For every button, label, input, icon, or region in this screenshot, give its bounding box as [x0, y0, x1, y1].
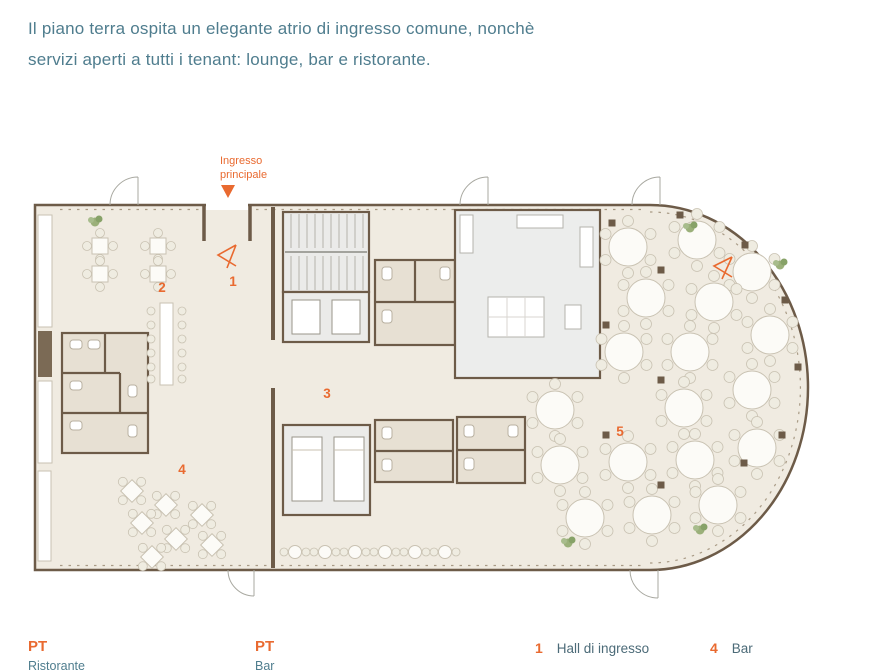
elevator-lobby [281, 290, 371, 344]
legend-item-pt-bar: PT Bar [255, 638, 274, 670]
floor-plan-svg: Ingresso principale 1 2 3 4 5 [33, 155, 810, 599]
stair-block [281, 210, 371, 294]
legend-num-1: 1 [535, 640, 543, 656]
intro-text: Il piano terra ospita un elegante atrio … [28, 14, 828, 75]
window-lines [60, 208, 802, 567]
door-swings [109, 176, 661, 599]
legend-item-hall: 1 Hall di ingresso [535, 640, 649, 656]
legend-code-pt2: PT [255, 638, 275, 655]
zone-label-4: 4 [178, 462, 186, 477]
intro-line-2: servizi aperti a tutti i tenant: lounge,… [28, 49, 431, 69]
legend-code-pt1: PT [28, 638, 48, 655]
intro-line-1: Il piano terra ospita un elegante atrio … [28, 19, 535, 38]
wc-block-left [60, 331, 150, 455]
zone-label-3: 3 [323, 386, 331, 401]
entrance-label-line1: Ingresso [220, 155, 262, 167]
legend-item-bar4: 4 Bar [710, 640, 753, 656]
legend-item-pt-ristorante: PT Ristorante [28, 638, 85, 670]
left-cabinet [38, 331, 52, 377]
legend-label-ristorante: Ristorante [28, 659, 85, 670]
service-rooms-low [373, 415, 527, 485]
zone-label-1: 1 [229, 274, 237, 289]
left-counters [37, 214, 53, 562]
service-rooms-top [373, 258, 457, 347]
long-table-chairs [146, 306, 187, 384]
zone-label-5: 5 [616, 424, 624, 439]
floor-plan: Ingresso principale 1 2 3 4 5 [20, 145, 830, 605]
vestibule-walls [202, 205, 252, 241]
legend: PT Ristorante PT Bar 1 Hall di ingresso … [0, 630, 893, 670]
entrance-label-line2: principale [220, 169, 267, 181]
lounge-room [453, 208, 602, 380]
legend-label-bar: Bar [255, 659, 275, 670]
zone-label-2: 2 [158, 280, 166, 295]
legend-num-4: 4 [710, 640, 718, 656]
entrance-arrow-icon [221, 185, 235, 198]
legend-text-bar: Bar [731, 641, 753, 656]
view-cone-icons [216, 244, 733, 280]
long-table [159, 302, 174, 386]
stair-block-2 [281, 423, 372, 517]
legend-text-hall: Hall di ingresso [556, 641, 650, 656]
entrance-gap [206, 199, 248, 210]
